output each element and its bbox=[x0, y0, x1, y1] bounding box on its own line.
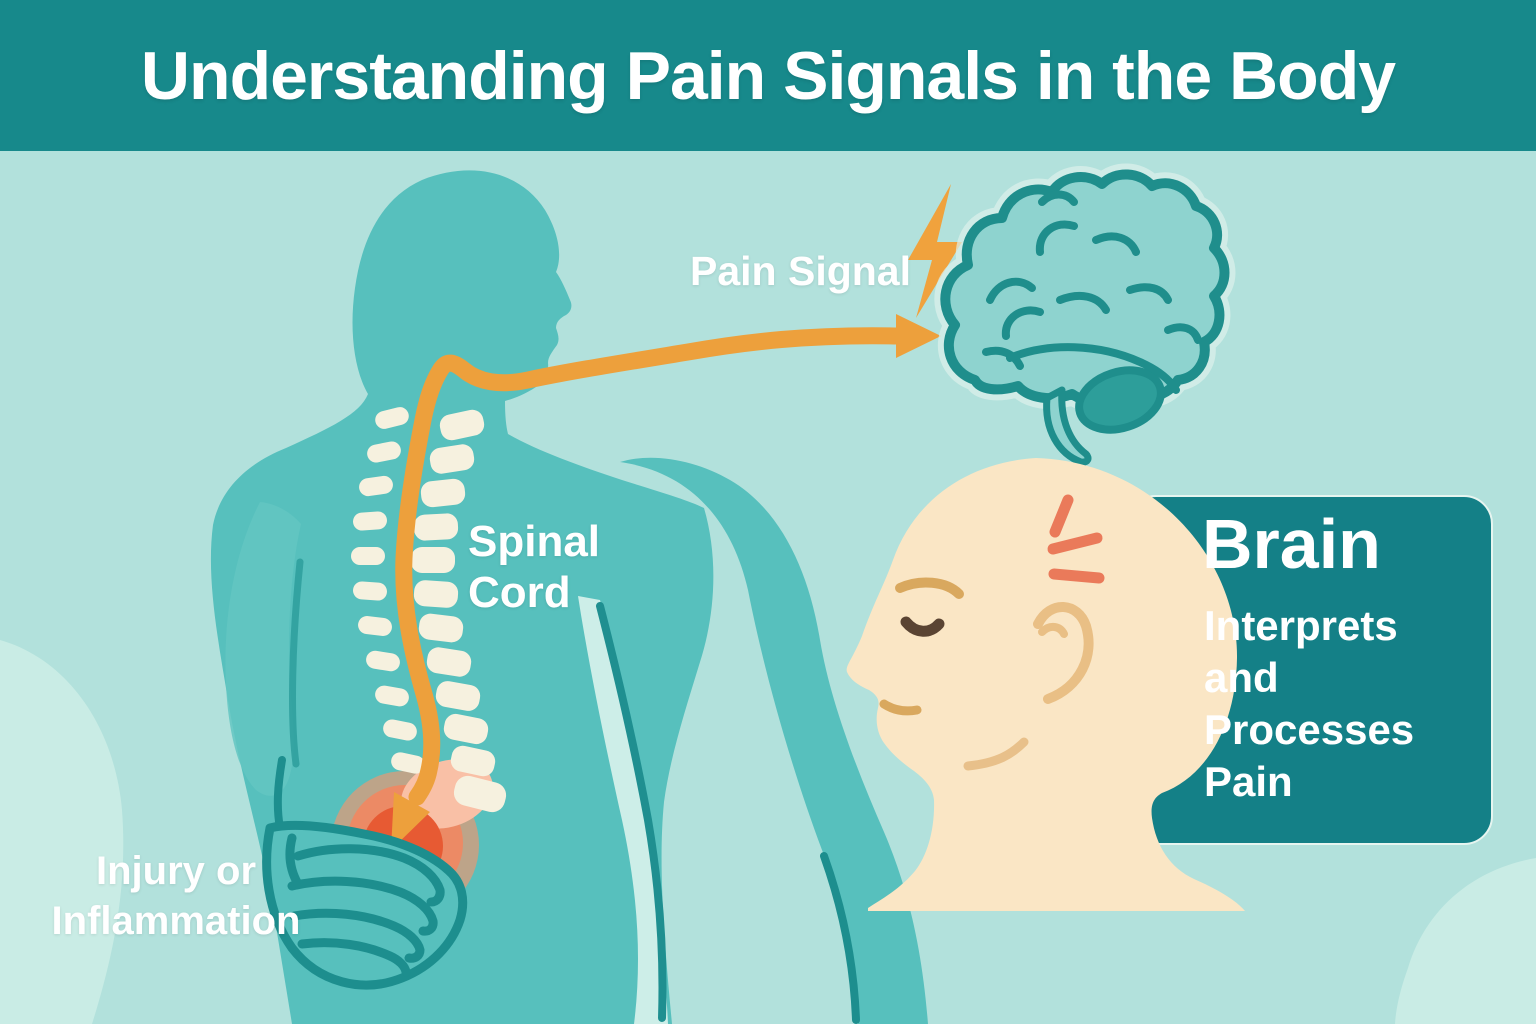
spinal-cord-label: Spinal Cord bbox=[468, 517, 601, 617]
body-torso-head bbox=[210, 170, 714, 1024]
page-title: Understanding Pain Signals in the Body bbox=[140, 37, 1396, 114]
vertebra-wing bbox=[351, 547, 385, 565]
vertebra bbox=[443, 713, 489, 745]
brain-outline bbox=[940, 169, 1230, 407]
jaw-line bbox=[963, 737, 1029, 771]
pain-signal-arrow-icon bbox=[896, 314, 941, 358]
vertebra bbox=[439, 409, 485, 441]
finger-line-2 bbox=[287, 876, 438, 936]
vertebra-wing bbox=[353, 511, 387, 531]
left-arm-contour-line bbox=[289, 558, 304, 768]
mouth-line bbox=[879, 699, 922, 716]
lightning-bolt-icon bbox=[908, 184, 962, 318]
finger-line-4 bbox=[297, 938, 411, 977]
ear-inner bbox=[1038, 623, 1068, 638]
brain-box-title: Brain bbox=[1202, 505, 1381, 583]
hand-on-back bbox=[262, 820, 468, 990]
pain-signal-path bbox=[391, 314, 941, 850]
vertebra bbox=[413, 513, 459, 541]
brain-info-box-text: Brain Interprets and Processes Pain bbox=[1202, 506, 1482, 808]
spine-icon bbox=[351, 407, 507, 813]
brain-folds bbox=[982, 190, 1202, 394]
pain-signal-cord bbox=[395, 327, 908, 806]
vertebra-wing bbox=[358, 616, 392, 636]
brain-box-description: Interprets and Processes Pain bbox=[1204, 602, 1415, 805]
vertebra bbox=[420, 478, 466, 508]
vertebra-wing bbox=[391, 752, 425, 774]
left-arm-highlight bbox=[225, 502, 301, 796]
injury-inflammation-label: Injury or Inflammation bbox=[51, 849, 301, 943]
head-profile bbox=[846, 458, 1245, 911]
wrist-contour-line bbox=[273, 756, 286, 832]
vertebra bbox=[450, 745, 496, 777]
vertebra-wing bbox=[366, 650, 400, 672]
vertebra bbox=[411, 547, 455, 573]
header-bar: Understanding Pain Signals in the Body bbox=[0, 0, 1536, 151]
vertebra-wing bbox=[375, 407, 409, 429]
vertebra-wing bbox=[367, 441, 401, 463]
eyebrow bbox=[895, 577, 964, 599]
vertebra-wing bbox=[383, 719, 417, 741]
light-shape-bottom-right bbox=[1395, 858, 1536, 1024]
finger-line-3 bbox=[289, 908, 425, 963]
vertebra-wing bbox=[353, 581, 387, 601]
torso-side-highlight bbox=[578, 596, 668, 1024]
head-shape bbox=[846, 458, 1245, 911]
thumb-line bbox=[285, 833, 303, 889]
vertebra bbox=[435, 681, 481, 711]
injury-arrow-icon bbox=[391, 792, 430, 850]
body-silhouette bbox=[210, 170, 928, 1024]
body-right-arm bbox=[620, 457, 928, 1024]
finger-line-1 bbox=[293, 844, 445, 907]
ear-outline bbox=[1033, 602, 1094, 704]
vertebra-wing bbox=[375, 685, 409, 707]
cerebellum bbox=[1075, 366, 1165, 434]
vertebra bbox=[413, 580, 459, 608]
brain-icon bbox=[934, 163, 1236, 466]
vertebra bbox=[418, 613, 464, 643]
vertebra-wing bbox=[359, 475, 393, 497]
sacrum bbox=[453, 775, 507, 813]
vertebra bbox=[426, 647, 472, 677]
torso-side-contour-line bbox=[596, 602, 667, 1022]
closed-eye bbox=[900, 616, 945, 637]
vertebra bbox=[429, 444, 475, 474]
light-shape-bottom-left bbox=[0, 640, 124, 1024]
brainstem bbox=[1043, 386, 1092, 466]
pain-signal-label: Pain Signal bbox=[690, 248, 911, 294]
right-arm-contour-line bbox=[820, 852, 860, 1024]
headache-pain-marks bbox=[1047, 494, 1105, 584]
